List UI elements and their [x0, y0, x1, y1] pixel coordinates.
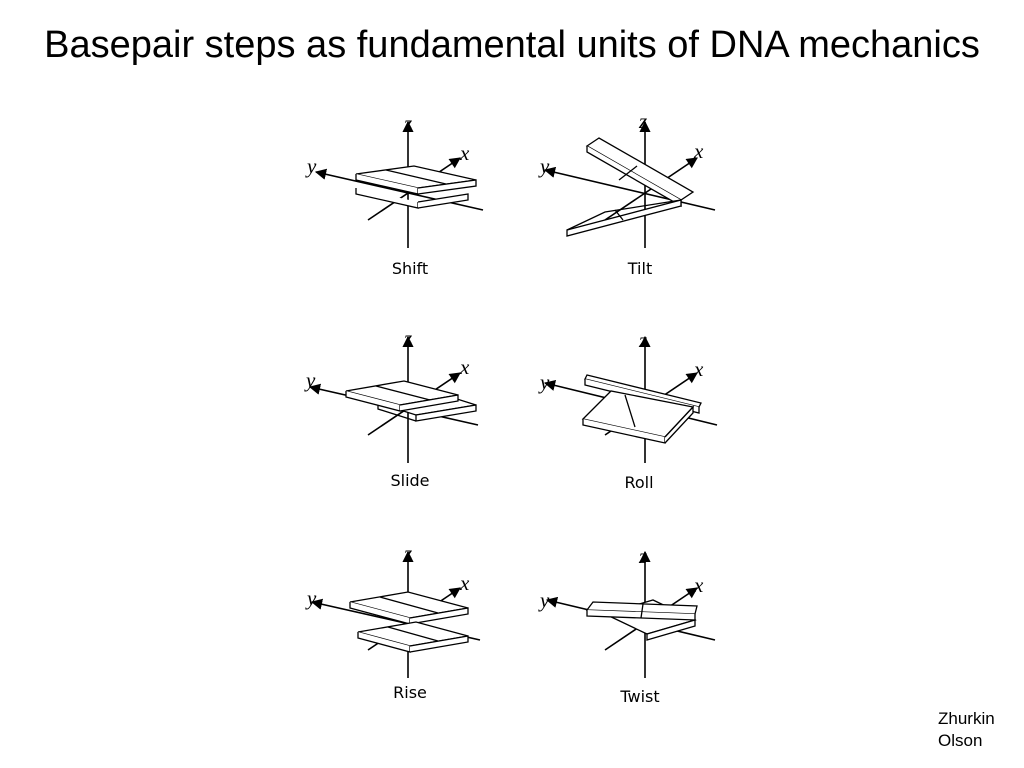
- panel-rise: [310, 550, 481, 678]
- basepair-top: [585, 601, 698, 621]
- axis-label-z: z: [403, 541, 412, 565]
- axis-label-x: x: [459, 571, 470, 595]
- axis-label-y: y: [538, 588, 550, 612]
- slide-title: Basepair steps as fundamental units of D…: [44, 24, 980, 66]
- basepair-bottom: [581, 390, 695, 444]
- axis-label-z: z: [638, 109, 647, 133]
- axis-label-z: z: [638, 544, 647, 568]
- axis-label-x: x: [693, 357, 704, 381]
- axis-label-x: x: [459, 355, 470, 379]
- label-rise: Rise: [393, 683, 427, 702]
- panel-roll: [543, 335, 718, 463]
- label-slide: Slide: [390, 471, 429, 490]
- label-tilt: Tilt: [627, 259, 652, 278]
- axis-label-y: y: [538, 370, 550, 394]
- panel-slide: [308, 335, 479, 463]
- basepair-step-figure: z x y z x y z x y z x y z x y z x y Shif…: [280, 100, 740, 720]
- attribution-author-2: Olson: [938, 731, 983, 750]
- axis-label-y: y: [305, 586, 317, 610]
- axis-label-y: y: [538, 154, 550, 178]
- basepair-bottom: [355, 188, 469, 209]
- basepair-bottom: [566, 199, 682, 237]
- axis-label-y: y: [305, 154, 317, 178]
- label-twist: Twist: [619, 687, 659, 706]
- axis-label-z: z: [403, 111, 412, 135]
- basepair-step-diagram: z x y z x y z x y z x y z x y z x y Shif…: [304, 109, 718, 706]
- axis-labels: z x y z x y z x y z x y z x y z x y: [304, 109, 704, 612]
- label-shift: Shift: [392, 259, 428, 278]
- panel-shift: [314, 120, 484, 248]
- axis-label-x: x: [459, 141, 470, 165]
- basepair-top: [355, 165, 477, 195]
- attribution: Zhurkin Olson: [938, 708, 995, 752]
- basepair-top: [349, 591, 469, 625]
- axis-label-x: x: [693, 573, 704, 597]
- attribution-author-1: Zhurkin: [938, 709, 995, 728]
- axis-label-y: y: [304, 368, 316, 392]
- basepair-bottom: [357, 621, 469, 653]
- panel-twist: [545, 550, 716, 678]
- axis-label-x: x: [693, 139, 704, 163]
- axis-label-z: z: [638, 328, 647, 352]
- panel-labels: Shift Tilt Slide Roll Rise Twist: [390, 259, 659, 706]
- basepair-top: [345, 380, 459, 412]
- label-roll: Roll: [624, 473, 653, 492]
- axis-label-z: z: [403, 326, 412, 350]
- panel-tilt: [543, 120, 716, 248]
